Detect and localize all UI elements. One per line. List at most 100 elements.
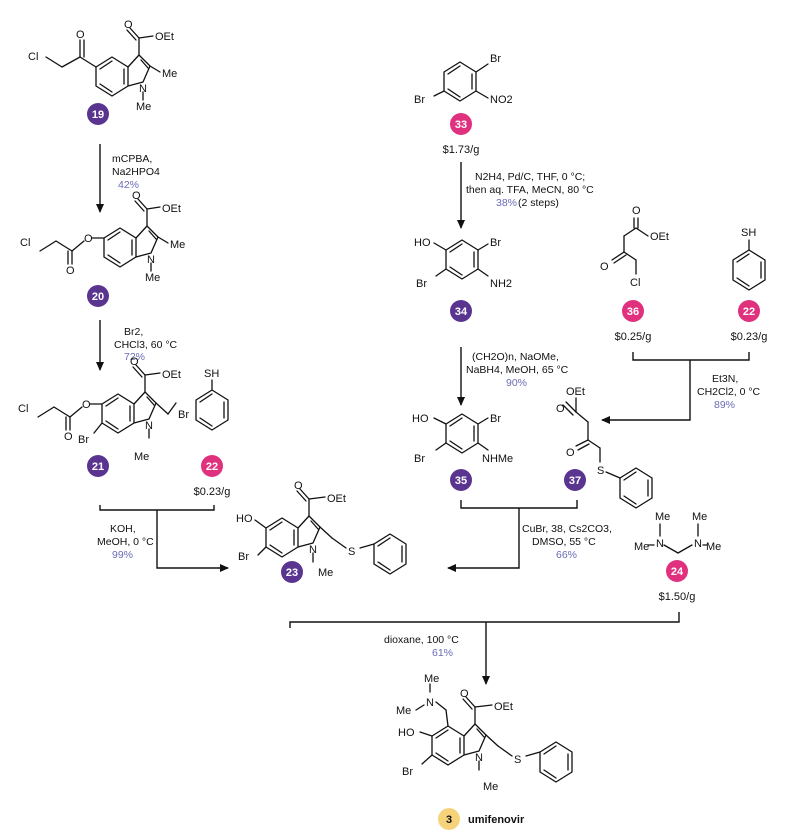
badge-21-label: 21 xyxy=(92,461,104,473)
badge-33-label: 33 xyxy=(455,119,467,131)
atom-o: O xyxy=(556,403,565,415)
structure-23: O OEt N Me S HO Br xyxy=(236,480,407,579)
step2-reagent: Br2, xyxy=(124,326,143,338)
badge-3 xyxy=(438,808,460,830)
atom-o: O xyxy=(64,431,73,443)
step8-yield: 61% xyxy=(432,647,453,659)
atom-br: Br xyxy=(490,413,501,425)
bracket-21-22 xyxy=(99,505,215,511)
atom-n: N xyxy=(145,420,153,432)
atom-cl: Cl xyxy=(630,277,640,289)
badge-35 xyxy=(450,469,472,491)
atom-s: S xyxy=(514,754,521,766)
step1-reagent: mCPBA, xyxy=(112,153,152,165)
badge-19 xyxy=(87,103,109,125)
atom-cl: Cl xyxy=(28,51,38,63)
atom-n: N xyxy=(139,83,147,95)
atom-me: Me xyxy=(424,673,439,685)
atom-ho: HO xyxy=(414,237,431,249)
atom-oet: OEt xyxy=(494,701,513,713)
atom-oet: OEt xyxy=(155,31,174,43)
atom-ho: HO xyxy=(412,413,429,425)
atom-nhme: NHMe xyxy=(482,453,513,465)
atom-oet: OEt xyxy=(650,231,669,243)
arrow-to-23 xyxy=(156,510,229,572)
atom-sh: SH xyxy=(741,227,756,239)
step3-yield: 99% xyxy=(112,549,133,561)
bracket-23-24 xyxy=(289,612,680,628)
atom-br: Br xyxy=(416,278,427,290)
atom-sh: SH xyxy=(204,368,219,380)
atom-oet: OEt xyxy=(566,386,585,398)
product-name: umifenovir xyxy=(468,814,525,826)
step5-yield: 90% xyxy=(506,377,527,389)
atom-o: O xyxy=(124,19,133,31)
badge-37 xyxy=(564,469,586,491)
step5-reagent: (CH2O)n, NaOMe, xyxy=(472,351,559,363)
structure-35: HO Br NHMe Br xyxy=(412,413,513,465)
badge-20 xyxy=(87,285,109,307)
atom-cl: Cl xyxy=(18,403,28,415)
atom-o: O xyxy=(82,399,91,411)
atom-n: N xyxy=(656,538,664,550)
step8-reagent: dioxane, 100 °C xyxy=(384,634,459,646)
badge-24 xyxy=(666,560,688,582)
atom-n: N xyxy=(694,538,702,550)
badge-19-label: 19 xyxy=(92,109,104,121)
bracket-35-37 xyxy=(460,500,578,509)
badge-33 xyxy=(450,113,472,135)
atom-o: O xyxy=(632,205,641,217)
step3-reagent: KOH, xyxy=(110,523,136,535)
atom-o: O xyxy=(294,480,303,492)
step6-reagent2: CH2Cl2, 0 °C xyxy=(697,386,761,398)
structure-21: O OEt Br N Me Br O O Cl xyxy=(18,356,189,463)
badge-35-label: 35 xyxy=(455,475,467,487)
atom-me: Me xyxy=(483,781,498,793)
structure-22-left: SH xyxy=(195,368,229,431)
atom-me: Me xyxy=(145,272,160,284)
step4-reagent2: then aq. TFA, MeCN, 80 °C xyxy=(466,184,594,196)
atom-n: N xyxy=(475,752,483,764)
atom-nh2: NH2 xyxy=(490,278,512,290)
structure-36: O OEt O Cl xyxy=(600,205,669,289)
structure-24: Me Me Me Me N N xyxy=(634,511,721,554)
atom-oet: OEt xyxy=(162,203,181,215)
atom-o: O xyxy=(66,265,75,277)
atom-n: N xyxy=(426,697,434,709)
atom-cl: Cl xyxy=(20,237,30,249)
bracket-36-22 xyxy=(632,352,750,361)
step2-yield: 72% xyxy=(124,351,145,363)
step7-yield: 66% xyxy=(556,549,577,561)
atom-br: Br xyxy=(490,237,501,249)
atom-ho: HO xyxy=(398,727,415,739)
step7-reagent2: DMSO, 55 °C xyxy=(532,536,596,548)
atom-br: Br xyxy=(414,94,425,106)
structure-37: OEt O O S xyxy=(556,386,653,509)
badge-34-label: 34 xyxy=(455,306,468,318)
atom-me: Me xyxy=(692,511,707,523)
badge-22-right xyxy=(738,300,760,322)
badge-22-left-label: 22 xyxy=(206,461,218,473)
price-24: $1.50/g xyxy=(659,591,696,603)
structure-20: O OEt Me N Me O O Cl xyxy=(20,190,185,284)
atom-oet: OEt xyxy=(162,369,181,381)
atom-me: Me xyxy=(655,511,670,523)
atom-br: Br xyxy=(238,551,249,563)
step7-reagent: CuBr, 38, Cs2CO3, xyxy=(522,523,612,535)
atom-me: Me xyxy=(136,101,151,113)
atom-me: Me xyxy=(706,541,721,553)
atom-o: O xyxy=(132,190,141,202)
atom-ho: HO xyxy=(236,513,253,525)
atom-me: Me xyxy=(170,239,185,251)
atom-br: Br xyxy=(490,53,501,65)
badge-36 xyxy=(622,300,644,322)
atom-br: Br xyxy=(178,409,189,421)
structure-19: O OEt Me N Me O Cl xyxy=(28,19,177,113)
step4-yield: 38% xyxy=(496,197,517,209)
atom-no2: NO2 xyxy=(490,94,513,106)
step6-yield: 89% xyxy=(714,399,735,411)
step2-reagent2: CHCl3, 60 °C xyxy=(114,339,178,351)
badge-22-right-label: 22 xyxy=(743,306,755,318)
atom-s: S xyxy=(348,546,355,558)
